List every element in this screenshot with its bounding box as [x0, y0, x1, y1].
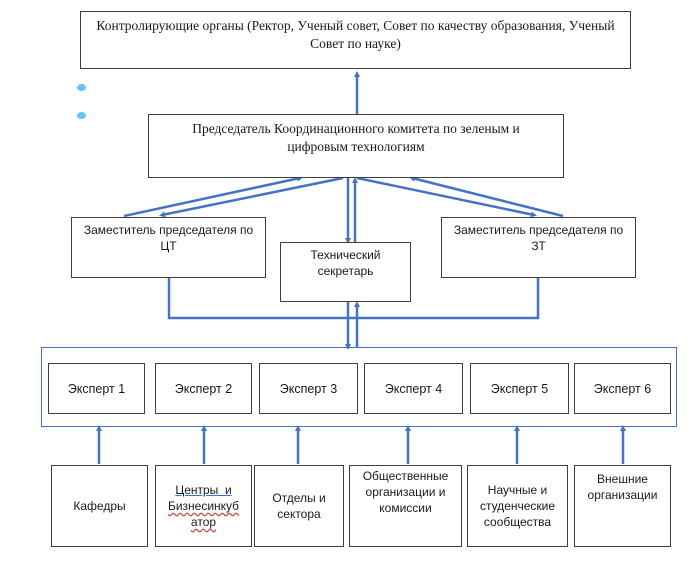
expert-label: Эксперт 6 [593, 381, 652, 396]
deputy-ct-box: Заместитель председателя по ЦТ [71, 217, 266, 278]
source-divisions: Отделы и сектора [254, 465, 344, 547]
source-label: студенческие [479, 499, 556, 513]
experts-group [41, 347, 677, 427]
bullet-icon [77, 84, 86, 91]
arrow-chair-to-deputy-ct [159, 176, 344, 218]
committee-chair-label: Председатель Координационного комитета п… [192, 121, 520, 154]
source-label: Бизнесинкуб [167, 499, 240, 513]
expert-label: Эксперт 1 [67, 381, 126, 396]
source-label: Отделы и [272, 491, 326, 505]
source-label: атор [190, 515, 217, 529]
arrow-chair-to-deputy-zt [356, 176, 537, 218]
source-label: сектора [277, 507, 321, 521]
tech-secretary-label: Технический секретарь [310, 248, 381, 278]
source-public-orgs: Общественные организации и комиссии [349, 465, 462, 547]
deputy-zt-label: Заместитель председателя по ЗТ [453, 223, 624, 253]
expert-1: Эксперт 1 [48, 363, 145, 414]
expert-6: Эксперт 6 [574, 363, 671, 414]
committee-chair-box: Председатель Координационного комитета п… [148, 114, 564, 178]
expert-3: Эксперт 3 [259, 363, 358, 414]
tech-secretary-box: Технический секретарь [280, 242, 411, 302]
bus-deputies [167, 277, 540, 320]
source-label: организации и [365, 485, 446, 499]
controlling-bodies-label: Контролирующие органы (Ректор, Ученый со… [96, 18, 615, 51]
source-label: Кафедры [73, 499, 126, 513]
source-centers-incubator: Центры и Бизнесинкуб атор [155, 465, 252, 547]
source-label: комиссии [379, 501, 432, 515]
arrow-deputy-ct-to-chair [123, 175, 303, 218]
controlling-bodies-box: Контролирующие органы (Ректор, Ученый со… [80, 11, 631, 69]
source-label: Общественные [362, 469, 449, 483]
bullet-icon [77, 112, 86, 119]
expert-4: Эксперт 4 [364, 363, 463, 414]
source-external-orgs: Внешние организации [574, 465, 671, 547]
source-label: организации [587, 488, 658, 502]
source-label: Внешние [597, 472, 648, 486]
expert-label: Эксперт 3 [279, 381, 338, 396]
expert-label: Эксперт 5 [490, 381, 549, 396]
source-scientific-communities: Научные и студенческие сообщества [467, 465, 568, 547]
source-label: Центры и [175, 483, 232, 497]
source-label: сообщества [483, 515, 552, 529]
source-label: Научные и [487, 483, 548, 497]
deputy-zt-box: Заместитель председателя по ЗТ [441, 217, 636, 278]
arrow-deputy-zt-to-chair [409, 175, 564, 218]
expert-label: Эксперт 2 [174, 381, 233, 396]
expert-2: Эксперт 2 [155, 363, 252, 414]
expert-label: Эксперт 4 [384, 381, 443, 396]
expert-5: Эксперт 5 [470, 363, 569, 414]
deputy-ct-label: Заместитель председателя по ЦТ [83, 223, 254, 253]
source-departments: Кафедры [51, 465, 148, 547]
